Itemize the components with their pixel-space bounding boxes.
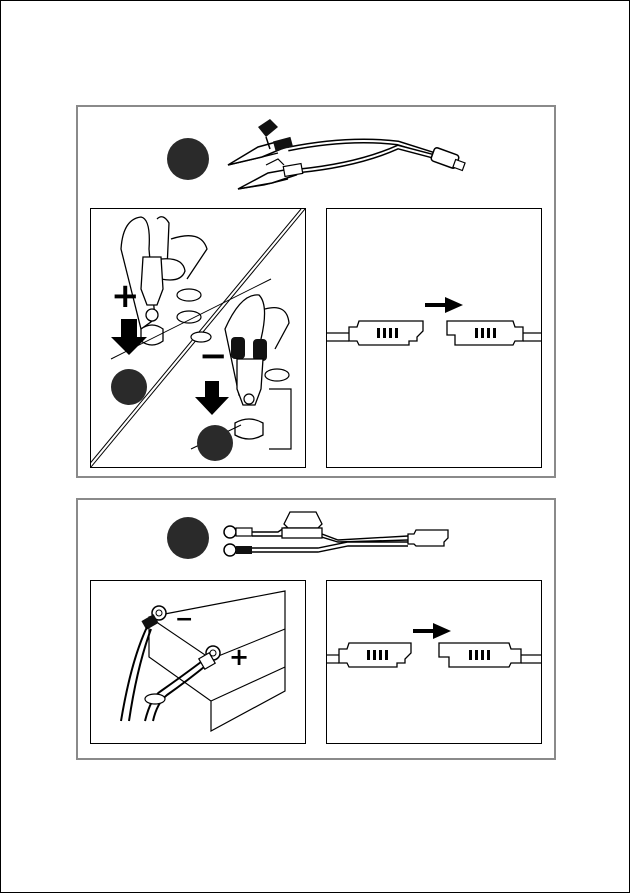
panel-clamp-connection: + −: [76, 105, 556, 478]
step-dot-icon: [166, 516, 210, 560]
negative-symbol: −: [199, 339, 228, 373]
clamp-on-battery-inset: + −: [90, 208, 306, 468]
ring-terminal-battery-illustration: [91, 581, 305, 743]
ring-terminal-harness-icon: [218, 506, 478, 562]
connector-pairing-inset: [326, 208, 542, 468]
ring-terminal-battery-inset: − +: [90, 580, 306, 744]
positive-symbol: +: [111, 279, 140, 313]
positive-symbol: +: [229, 645, 249, 669]
sae-connector-pairing-illustration: [327, 209, 541, 467]
negative-symbol: −: [175, 609, 193, 631]
panel-ring-terminal-connection: − +: [76, 498, 556, 760]
right-arrow-icon: [413, 623, 451, 639]
connector-pairing-inset: [326, 580, 542, 744]
sae-connector-pairing-illustration: [327, 581, 541, 743]
right-arrow-icon: [425, 297, 463, 313]
alligator-clamp-harness-icon: [218, 107, 478, 197]
step-dot-icon: [166, 137, 210, 181]
battery-clamp-illustration: [91, 209, 305, 467]
